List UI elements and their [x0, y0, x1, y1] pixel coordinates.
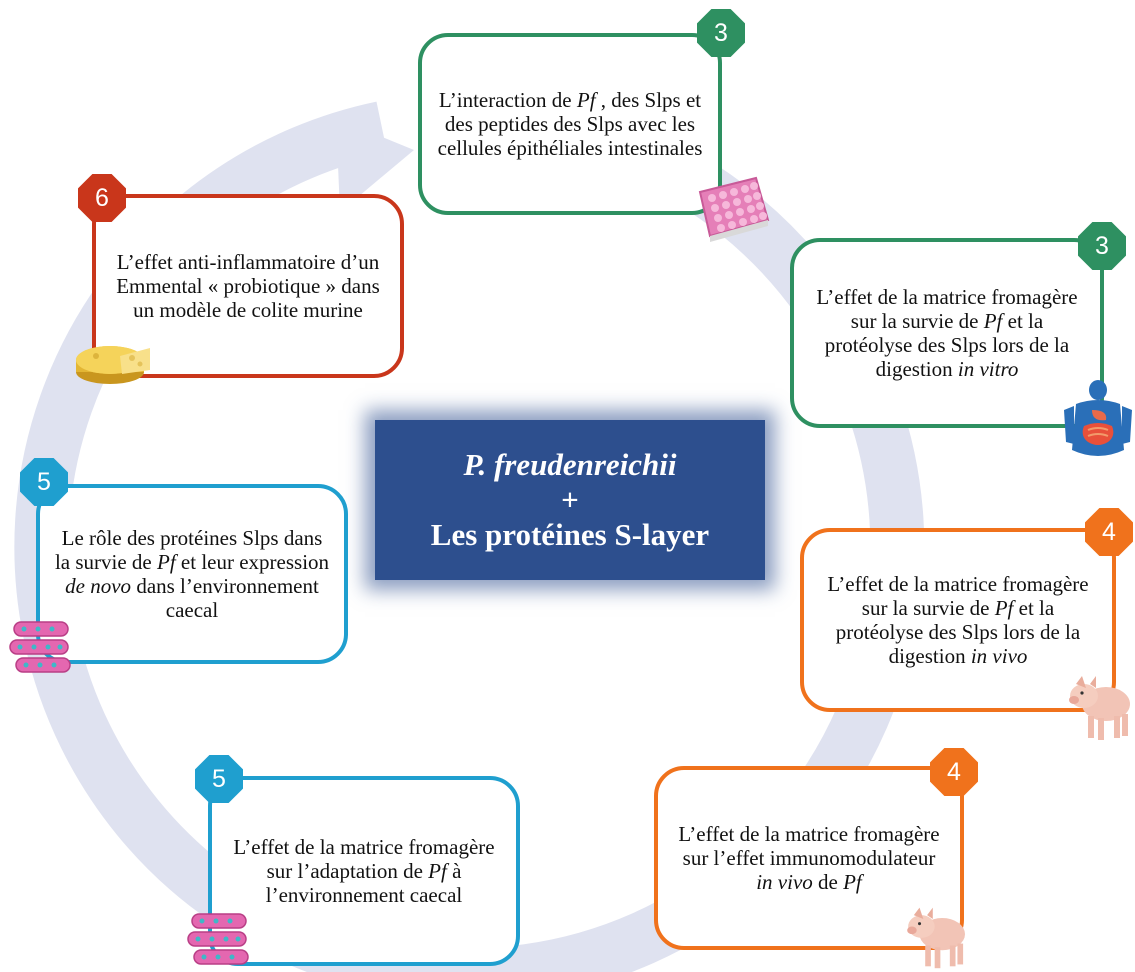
emmental-cheese-icon — [76, 346, 150, 384]
step-text: L’effet anti-inflammatoire d’un Emmental… — [116, 250, 380, 322]
human-digestive-system-icon — [1064, 380, 1132, 456]
step-text: L’interaction de Pf , des Slps et des pe… — [437, 88, 703, 160]
step-number-badge: 5 — [20, 458, 68, 506]
center-title-box: P. freudenreichii + Les protéines S-laye… — [375, 420, 765, 580]
bacteria-cluster-icon — [9, 621, 71, 673]
step-number-badge: 4 — [930, 748, 978, 796]
step-text: L’effet de la matrice fromagère sur l’ef… — [678, 822, 940, 894]
step-box-in-vitro-digestion: L’effet de la matrice fromagère sur la s… — [790, 238, 1104, 428]
center-title-plus: + — [561, 482, 579, 517]
step-text: L’effet de la matrice fromagère sur la s… — [816, 285, 1078, 381]
step-text: L’effet de la matrice fromagère sur l’ad… — [233, 835, 495, 907]
step-box-interaction: L’interaction de Pf , des Slps et des pe… — [418, 33, 722, 215]
step-text: L’effet de la matrice fromagère sur la s… — [827, 572, 1089, 668]
step-number-badge: 4 — [1085, 508, 1133, 556]
step-number-badge: 3 — [1078, 222, 1126, 270]
piglet-icon — [1069, 676, 1130, 740]
piglet-icon — [907, 907, 965, 969]
center-title-line1: P. freudenreichii — [463, 447, 677, 482]
arrow-head — [336, 118, 414, 212]
step-number-badge: 6 — [78, 174, 126, 222]
step-box-in-vivo-digestion: L’effet de la matrice fromagère sur la s… — [800, 528, 1116, 712]
step-box-caecal-adaptation: L’effet de la matrice fromagère sur l’ad… — [208, 776, 520, 966]
bacteria-cluster-icon — [187, 913, 249, 965]
step-box-anti-inflammatory: L’effet anti-inflammatoire d’un Emmental… — [92, 194, 404, 378]
step-text: Le rôle des protéines Slps dans la survi… — [54, 526, 330, 622]
step-number-badge: 5 — [195, 755, 243, 803]
center-title-line3: Les protéines S-layer — [430, 517, 710, 552]
step-number-badge: 3 — [697, 9, 745, 57]
cell-culture-plate-icon — [698, 176, 770, 242]
step-box-slps-role: Le rôle des protéines Slps dans la survi… — [36, 484, 348, 664]
